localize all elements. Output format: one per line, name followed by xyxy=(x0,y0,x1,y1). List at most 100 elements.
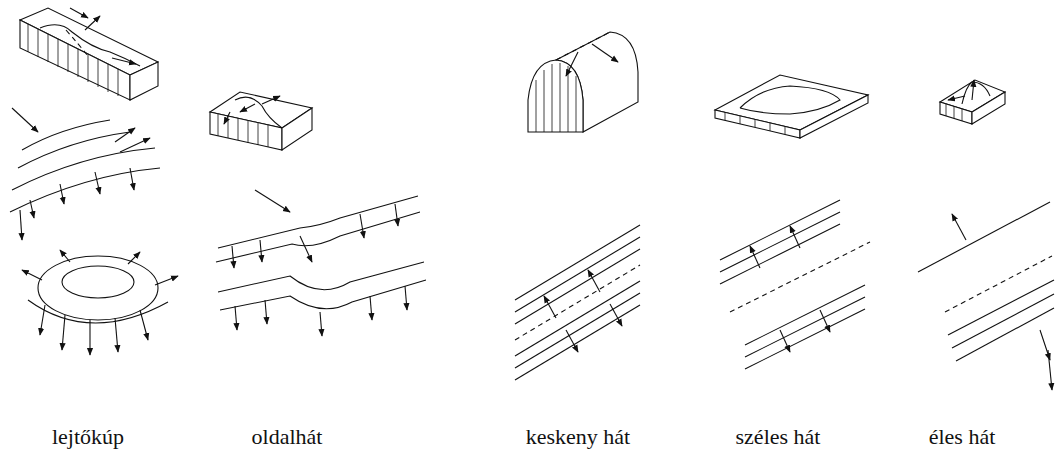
side-ridge-block xyxy=(282,108,312,150)
narrow-ridge-block xyxy=(556,32,638,132)
side-ridge-contours xyxy=(265,300,267,324)
narrow-ridge-contours xyxy=(515,249,640,324)
debris-cone-contours xyxy=(12,108,38,132)
broad-ridge-contours xyxy=(750,246,760,268)
sharp-ridge-block xyxy=(972,92,1005,124)
debris-cone-contours xyxy=(10,108,178,355)
narrow-ridge-block xyxy=(560,63,561,132)
debris-cone-contours xyxy=(12,148,155,190)
narrow-ridge-block xyxy=(528,32,638,132)
narrow-ridge-contours xyxy=(515,237,640,312)
side-ridge-block xyxy=(248,121,249,143)
side-ridge-block xyxy=(240,104,255,112)
debris-cone-block xyxy=(20,20,130,100)
debris-cone-contours xyxy=(155,276,178,285)
debris-cone-contours xyxy=(130,168,134,190)
landform-label: keskeny hát xyxy=(526,424,630,450)
narrow-ridge-block xyxy=(568,66,569,132)
landform-label: széles hát xyxy=(736,424,821,450)
narrow-ridge-contours xyxy=(515,281,640,356)
side-ridge-contours xyxy=(360,214,364,238)
broad-ridge-block xyxy=(770,123,771,131)
landform-label: éles hát xyxy=(929,424,996,450)
sharp-ridge-block xyxy=(972,80,974,100)
debris-cone-contours xyxy=(115,318,118,352)
broad-ridge-contours xyxy=(780,330,790,352)
debris-cone-block xyxy=(70,8,88,18)
narrow-ridge-contours xyxy=(515,225,640,380)
sharp-ridge-contours xyxy=(948,280,1054,335)
side-ridge-contours xyxy=(220,280,426,310)
debris-cone-block xyxy=(20,8,158,100)
sharp-ridge-block xyxy=(948,96,965,100)
narrow-ridge-block xyxy=(576,76,577,132)
sharp-ridge-block xyxy=(946,104,947,116)
broad-ridge-contours xyxy=(730,242,870,312)
debris-cone-contours xyxy=(120,138,150,152)
debris-cone-block xyxy=(108,64,109,92)
debris-cone-contours xyxy=(18,132,130,168)
side-ridge-contours xyxy=(216,190,426,336)
side-ridge-block xyxy=(218,114,219,136)
side-ridge-contours xyxy=(395,204,398,226)
broad-ridge-block xyxy=(725,112,726,120)
narrow-ridge-block xyxy=(592,44,618,62)
side-ridge-block xyxy=(210,112,282,150)
narrow-ridge-block xyxy=(544,70,545,132)
landform-label: oldalhát xyxy=(252,424,323,450)
debris-cone-block xyxy=(38,29,39,57)
broad-ridge-block xyxy=(800,95,868,138)
debris-cone-contours xyxy=(10,168,160,212)
broad-ridge-block xyxy=(740,86,840,114)
side-ridge-block xyxy=(228,116,229,138)
narrow-ridge-block xyxy=(566,52,578,76)
side-ridge-contours xyxy=(320,312,322,336)
broad-ridge-contours xyxy=(720,200,870,369)
debris-cone-contours xyxy=(60,250,70,262)
narrow-ridge-contours xyxy=(515,293,640,368)
debris-cone-contours xyxy=(30,200,34,218)
side-ridge-block xyxy=(224,112,230,124)
side-ridge-block xyxy=(210,92,312,150)
side-ridge-contours xyxy=(218,262,424,292)
sharp-ridge-block xyxy=(962,82,990,104)
narrow-ridge-contours xyxy=(588,270,600,292)
debris-cone-block xyxy=(48,34,49,62)
broad-ridge-contours xyxy=(720,212,840,272)
broad-ridge-contours xyxy=(745,297,865,357)
debris-cone-contours xyxy=(128,252,140,264)
narrow-ridge-contours xyxy=(544,296,556,318)
debris-cone-block xyxy=(68,44,69,72)
sharp-ridge-contours xyxy=(1048,350,1052,390)
debris-cone-block xyxy=(98,59,99,87)
debris-cone-contours xyxy=(62,315,65,350)
debris-cone-contours xyxy=(28,300,168,323)
broad-ridge-contours xyxy=(720,224,840,284)
debris-cone-contours xyxy=(60,184,64,204)
side-ridge-block xyxy=(238,118,239,140)
landform-label: lejtőkúp xyxy=(52,424,124,450)
debris-cone-contours xyxy=(22,270,42,280)
debris-cone-block xyxy=(85,16,100,30)
debris-cone-block xyxy=(112,58,136,64)
sharp-ridge-block xyxy=(940,80,1005,124)
narrow-ridge-block xyxy=(528,60,583,132)
broad-ridge-contours xyxy=(820,310,830,332)
debris-cone-contours xyxy=(22,120,110,150)
debris-cone-contours xyxy=(20,210,22,240)
sharp-ridge-contours xyxy=(918,202,1050,272)
side-ridge-contours xyxy=(260,240,262,262)
side-ridge-contours xyxy=(235,306,237,330)
side-ridge-contours xyxy=(232,246,234,268)
broad-ridge-contours xyxy=(745,309,865,369)
debris-cone-block xyxy=(58,39,59,67)
side-ridge-block xyxy=(258,123,259,145)
debris-cone-contours xyxy=(89,320,90,355)
debris-cone-block xyxy=(88,54,89,82)
narrow-ridge-contours xyxy=(515,225,640,300)
debris-cone-contours xyxy=(40,305,45,335)
debris-cone-block xyxy=(40,25,140,66)
narrow-ridge-contours xyxy=(515,305,640,380)
narrow-ridge-block xyxy=(536,80,537,132)
